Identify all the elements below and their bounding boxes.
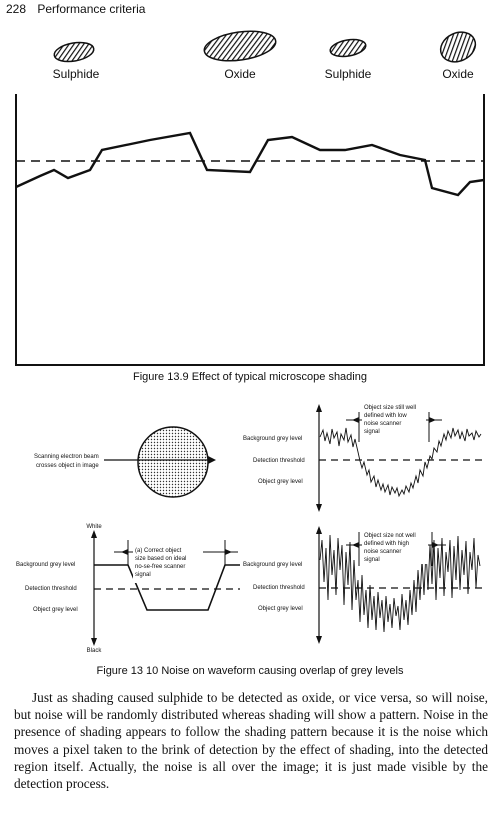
ideal-arrow-left (121, 549, 128, 555)
fig-13-10-beam-diagram: Scanning electron beam crosses object in… (34, 426, 216, 498)
ideal-arrow-right (225, 549, 232, 555)
particle-sulphide-1 (53, 41, 95, 63)
hn-arrow-right (432, 542, 439, 548)
high-noise-threshold-label: Detection threshold (253, 585, 305, 591)
particle-sulphide-2 (329, 38, 367, 58)
particle-oxide-2 (439, 31, 477, 63)
size-arrow-left (352, 417, 359, 423)
shading-profile (15, 131, 485, 197)
beam-arrow-head (208, 456, 216, 464)
high-noise-note-box (362, 530, 428, 564)
high-noise-background-label: Background grey level (243, 562, 302, 568)
axis-arrow-up (316, 526, 322, 534)
black-arrow (91, 638, 97, 646)
plot-frame (15, 94, 485, 366)
ideal-waveform (94, 564, 240, 611)
ideal-object-label: Object grey level (33, 607, 78, 613)
ideal-note-box (133, 545, 203, 583)
ideal-threshold-label: Detection threshold (25, 586, 77, 592)
particle-oxide-1 (203, 30, 277, 62)
axis-arrow-down (316, 636, 322, 644)
axis-arrow-up (316, 404, 322, 412)
label-sulphide-2: Sulphide (325, 67, 372, 81)
beam-label-1: Scanning electron beam (34, 454, 99, 460)
low-noise-threshold-label: Detection threshold (253, 458, 305, 464)
low-noise-note-1: Object size still well (364, 405, 416, 411)
ideal-note-3: no-se-free scanner (135, 564, 185, 570)
white-label: White (86, 524, 102, 530)
axis-arrow-down (316, 504, 322, 512)
noisy-waveform-low (319, 427, 482, 498)
high-noise-object-label: Object grey level (258, 606, 303, 612)
low-noise-note-4: signal (364, 429, 380, 435)
low-noise-note-2: defined with low (364, 413, 407, 419)
figures-canvas: Sulphide Oxide Sulphide Oxide Figure 13.… (15, 30, 485, 677)
beam-label-2: crosses object in image (36, 463, 99, 469)
low-noise-object-label: Object grey level (258, 479, 303, 485)
fig-13-10-low-noise: Background grey level Detection threshol… (243, 402, 482, 512)
label-oxide-2: Oxide (442, 67, 474, 81)
high-noise-note-4: signal (364, 557, 380, 563)
noisy-waveform-high (319, 534, 481, 633)
low-noise-background-label: Background grey level (243, 436, 302, 442)
hn-arrow-left (352, 542, 359, 548)
fig-13-10-high-noise: Background grey level Detection threshol… (243, 526, 482, 644)
running-title: Performance criteria (37, 2, 146, 16)
body-paragraph: Just as shading caused sulphide to be de… (14, 690, 488, 792)
fig-13-10-ideal-signal: White Black Background grey level Detect… (16, 524, 240, 654)
figure-13-10-caption: Figure 13 10 Noise on waveform causing o… (97, 665, 404, 677)
black-label: Black (87, 648, 103, 654)
ideal-note-1: (a) Correct object (135, 548, 182, 554)
object-disc (137, 426, 209, 498)
low-noise-note-box (362, 402, 426, 436)
size-arrow-right (429, 417, 436, 423)
page-number: 228 (6, 2, 27, 16)
white-arrow (91, 530, 97, 538)
label-sulphide-1: Sulphide (53, 67, 100, 81)
fig-13-9: Sulphide Oxide Sulphide Oxide (15, 30, 485, 366)
high-noise-note-1: Object size not well (364, 533, 416, 539)
high-noise-note-2: defined with high (364, 541, 409, 547)
low-noise-note-3: noise scanner (364, 421, 401, 427)
ideal-note-4: signal (135, 572, 151, 578)
ideal-note-2: size based on ideal (135, 556, 186, 562)
high-noise-note-3: noise scanner (364, 549, 401, 555)
ideal-background-label: Background grey level (16, 562, 75, 568)
figure-13-9-caption: Figure 13.9 Effect of typical microscope… (133, 371, 367, 383)
label-oxide-1: Oxide (224, 67, 256, 81)
page-header: 228 Performance criteria (6, 2, 145, 16)
